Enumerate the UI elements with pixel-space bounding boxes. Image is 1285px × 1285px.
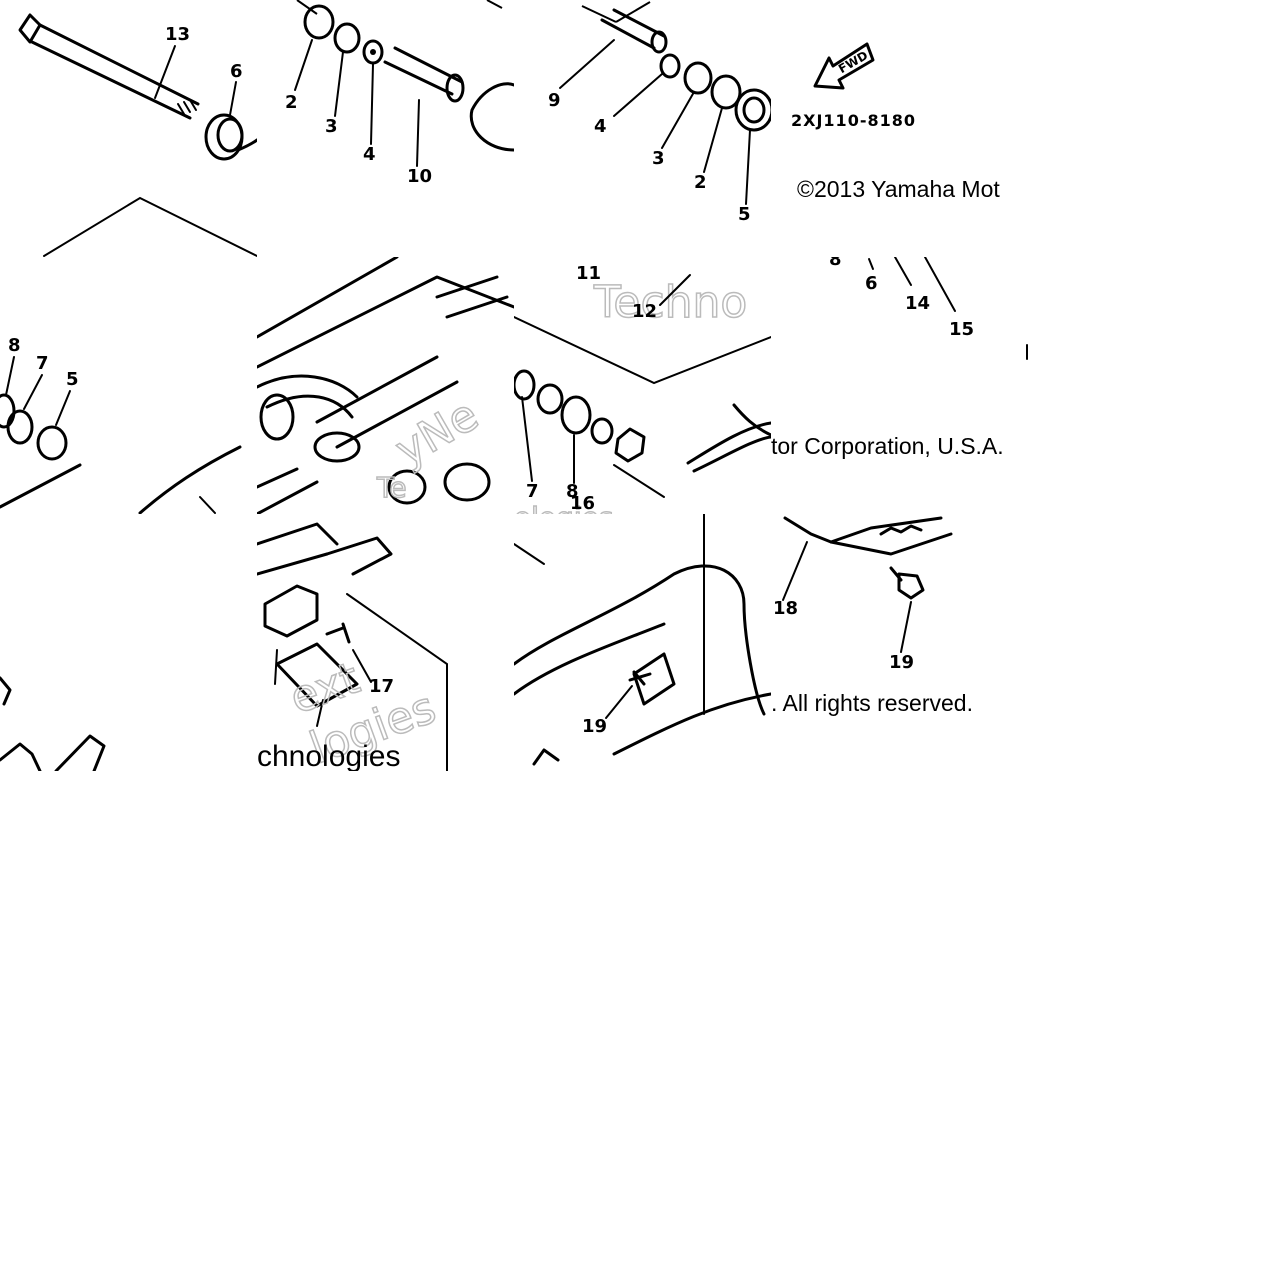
callout-6: 6 [230, 61, 243, 82]
callout-19: 19 [582, 716, 607, 737]
callout-17: 17 [369, 676, 394, 697]
callout-8: 8 [566, 481, 579, 502]
part-code: 2XJ110-8180 [791, 111, 916, 130]
watermark-4: ologies [514, 501, 613, 514]
callout-5: 5 [66, 369, 79, 390]
diagram-tile-brackets [0, 514, 257, 771]
callout-7: 7 [526, 481, 539, 502]
callout-11: 11 [576, 263, 601, 284]
callout-8: 8 [829, 257, 842, 270]
callout-14: 14 [905, 293, 930, 314]
callout-15: 15 [949, 319, 974, 340]
callout-12: 12 [632, 301, 657, 322]
diagram-tile-callouts: 8 6 14 15 tor Corporation, U.S.A. [771, 257, 1028, 514]
diagram-tile-bushings: 2 3 4 10 [257, 0, 514, 257]
callout-9: 9 [548, 90, 561, 111]
callout-3: 3 [325, 116, 338, 137]
callout-8: 8 [8, 335, 21, 356]
callout-6: 6 [865, 273, 878, 294]
diagram-tile-nut: Techno ologies 11 12 7 8 16 [514, 257, 771, 514]
diagram-tile-fwd: FWD 2XJ110-8180 ©2013 Yamaha Mot [771, 0, 1028, 257]
diagram-tile-washers-left: 8 7 5 [0, 257, 257, 514]
watermark-3: Techno [593, 277, 747, 328]
callout-4: 4 [363, 144, 376, 165]
diagram-tile-bushings-right: 9 4 3 2 5 [514, 0, 771, 257]
diagram-tile-footrest-bracket: 18 19 . All rights reserved. [771, 514, 1028, 771]
callout-2: 2 [285, 92, 298, 113]
callout-19: 19 [889, 652, 914, 673]
copyright-text-3: . All rights reserved. [771, 690, 973, 716]
callout-5: 5 [738, 204, 751, 225]
diagram-tile-pivot-shaft: 13 6 [0, 0, 257, 257]
copyright-text-2: tor Corporation, U.S.A. [771, 433, 1004, 459]
callout-16: 16 [570, 493, 595, 514]
callout-7: 7 [36, 353, 49, 374]
callout-3: 3 [652, 148, 665, 169]
callout-13: 13 [165, 24, 190, 45]
diagram-tile-footrest: 19 [514, 514, 771, 771]
callout-4: 4 [594, 116, 607, 137]
watermark-2: Te [376, 471, 407, 504]
watermark-text-chnologies: chnologies [257, 740, 401, 771]
callout-2: 2 [694, 172, 707, 193]
diagram-tile-chain-guide: 17 ext logies chnologies [257, 514, 514, 771]
diagram-tile-swingarm: yNe Te [257, 257, 514, 514]
callout-18: 18 [773, 598, 798, 619]
callout-10: 10 [407, 166, 432, 187]
copyright-text-1: ©2013 Yamaha Mot [797, 176, 1000, 202]
